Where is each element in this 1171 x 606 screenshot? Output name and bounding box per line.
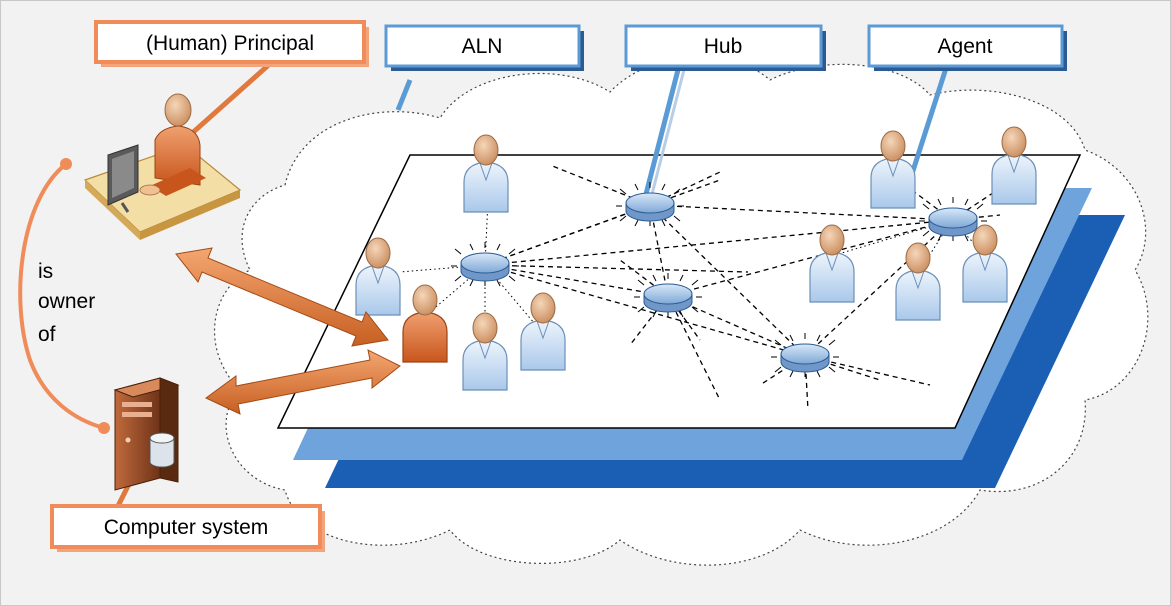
aln-label-box: ALN bbox=[384, 24, 584, 71]
agent-label: Agent bbox=[938, 35, 993, 58]
relation-line-3: of bbox=[38, 323, 56, 346]
computer-label-box: Computer system bbox=[50, 504, 325, 552]
agent-label-box: Agent bbox=[867, 24, 1067, 71]
hub-label-box: Hub bbox=[624, 24, 826, 71]
hub-label: Hub bbox=[704, 35, 743, 58]
relation-line-1: is bbox=[38, 260, 53, 283]
hub-connector-shadow bbox=[649, 61, 688, 199]
relation-line-2: owner bbox=[38, 290, 95, 313]
aln-label: ALN bbox=[462, 35, 503, 58]
principal-label: (Human) Principal bbox=[146, 32, 314, 55]
arc-endpoint bbox=[98, 422, 110, 434]
computer-agent-arrow bbox=[205, 349, 401, 415]
database-icon bbox=[149, 432, 175, 468]
aln-connector bbox=[395, 79, 413, 111]
workstation-icon bbox=[83, 93, 242, 240]
principal-label-box: (Human) Principal bbox=[94, 20, 369, 67]
arc-endpoint bbox=[60, 158, 72, 170]
principal-agent-arrow bbox=[175, 247, 389, 347]
hub-connector bbox=[642, 61, 683, 199]
computer-label: Computer system bbox=[104, 516, 269, 539]
agent-connector bbox=[907, 61, 951, 181]
ownership-arc bbox=[18, 162, 105, 430]
principal-connector bbox=[188, 60, 274, 137]
server-icon bbox=[113, 377, 180, 491]
